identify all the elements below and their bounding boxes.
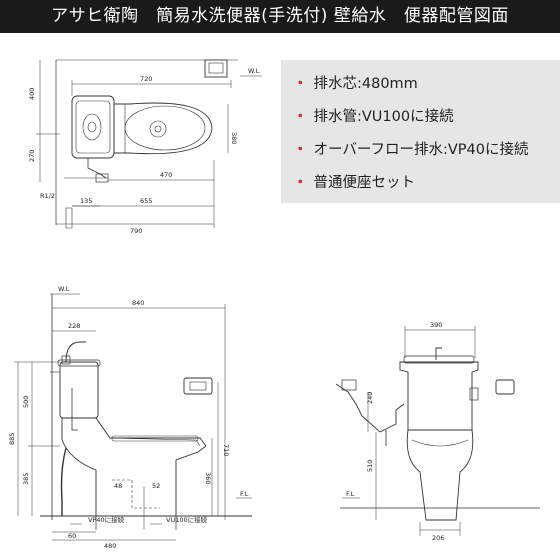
dim-790: 790 bbox=[130, 227, 142, 235]
side-wl-label: W.L bbox=[58, 285, 70, 293]
vu100-label: VU100に接続 bbox=[166, 515, 208, 524]
plan-wl-label: W.L bbox=[248, 67, 260, 75]
spec-item-drain-center: ・排水芯:480mm bbox=[293, 76, 418, 92]
bullet-icon: ・ bbox=[293, 175, 308, 191]
dim-390: 390 bbox=[430, 321, 442, 329]
dim-206: 206 bbox=[432, 534, 444, 542]
dim-240: 240 bbox=[366, 392, 374, 404]
dim-60: 60 bbox=[68, 532, 76, 540]
dim-510: 510 bbox=[366, 460, 374, 472]
dim-885: 885 bbox=[8, 433, 16, 445]
dim-228: 228 bbox=[68, 322, 80, 330]
bullet-icon: ・ bbox=[293, 142, 308, 158]
dim-52: 52 bbox=[152, 482, 160, 490]
bullet-icon: ・ bbox=[293, 109, 308, 125]
bullet-icon: ・ bbox=[293, 76, 308, 92]
dim-655: 655 bbox=[140, 197, 152, 205]
vp40-label: VP40に接続 bbox=[88, 515, 125, 524]
spec-item-drain-pipe: ・排水管:VU100に接続 bbox=[293, 109, 454, 125]
dim-360: 360 bbox=[204, 472, 212, 484]
dim-385: 385 bbox=[22, 473, 30, 485]
side-view bbox=[14, 293, 252, 541]
dim-400: 400 bbox=[28, 88, 36, 100]
dim-840: 840 bbox=[132, 299, 144, 307]
page-title: アサヒ衛陶 簡易水洗便器(手洗付) 壁給水 便器配管図面 bbox=[0, 0, 560, 33]
dim-500: 500 bbox=[22, 396, 30, 408]
front-fl-label: F.L bbox=[346, 490, 355, 498]
dim-480: 480 bbox=[104, 542, 116, 550]
dim-720: 720 bbox=[140, 75, 152, 83]
side-fl-label: F.L bbox=[240, 490, 249, 498]
dim-470: 470 bbox=[160, 171, 172, 179]
dim-380: 380 bbox=[230, 132, 238, 144]
dim-270: 270 bbox=[28, 150, 36, 162]
dim-48: 48 bbox=[114, 482, 122, 490]
r12-label: R1/2 bbox=[40, 192, 55, 200]
spec-item-seat: ・普通便座セット bbox=[293, 175, 415, 191]
spec-item-overflow: ・オーバーフロー排水:VP40に接続 bbox=[293, 142, 529, 158]
front-view bbox=[335, 326, 540, 536]
plan-view bbox=[36, 59, 262, 229]
spec-box: ・排水芯:480mm ・排水管:VU100に接続 ・オーバーフロー排水:VP40… bbox=[281, 60, 560, 203]
dim-135: 135 bbox=[80, 197, 92, 205]
dim-710: 710 bbox=[222, 444, 230, 456]
